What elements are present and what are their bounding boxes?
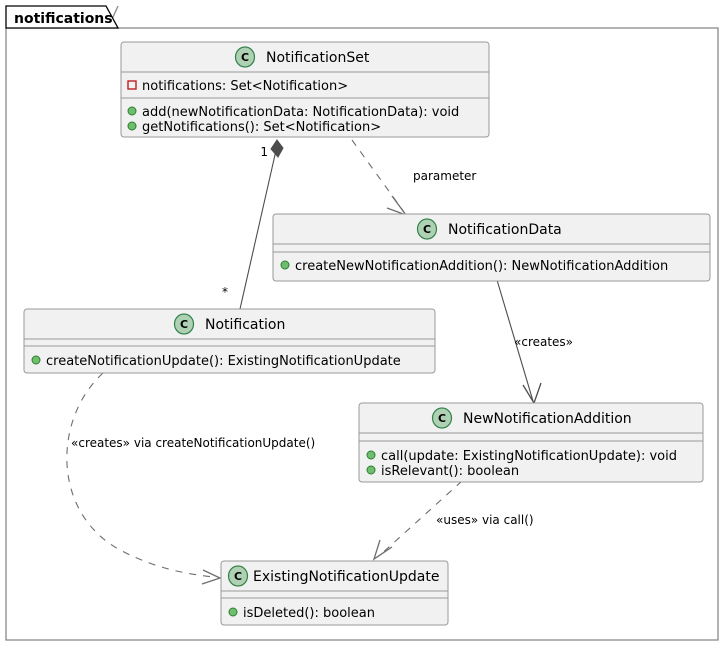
public-method-icon: [228, 607, 238, 617]
class-title: NewNotificationAddition: [463, 411, 632, 427]
class-node-new-notification-addition[interactable]: C NewNotificationAddition call(update: E…: [358, 402, 704, 483]
relation-notification-creates-update: «creates» via createNotificationUpdate(): [66, 372, 315, 585]
dependency-curve: [66, 372, 215, 578]
class-method: add(newNotificationData: NotificationDat…: [142, 105, 459, 120]
class-node-notification-data[interactable]: C NotificationData createNewNotification…: [272, 213, 711, 282]
class-icon: [173, 313, 195, 335]
public-method-icon: [280, 260, 290, 270]
class-method: createNewNotificationAddition(): NewNoti…: [295, 259, 668, 274]
association-line: [496, 279, 534, 402]
dependency-line: [378, 480, 463, 557]
class-method: getNotifications(): Set<Notification>: [142, 120, 381, 135]
public-method-icon: [31, 355, 41, 365]
class-method: isDeleted(): boolean: [243, 606, 375, 621]
class-node-notification-set[interactable]: C NotificationSet notifications: Set<Not…: [120, 41, 490, 138]
class-icon: [416, 218, 438, 240]
class-title: Notification: [205, 317, 285, 333]
class-icon-letter: C: [438, 412, 446, 425]
class-node-existing-notification-update[interactable]: C ExistingNotificationUpdate isDeleted()…: [220, 560, 449, 626]
class-icon-letter: C: [423, 223, 431, 236]
class-node-notification[interactable]: C Notification createNotificationUpdate(…: [23, 308, 436, 374]
class-title: NotificationSet: [266, 50, 370, 66]
class-icon: [234, 46, 256, 68]
relation-addition-uses-update: «uses» via call(): [372, 480, 534, 561]
class-box[interactable]: [120, 41, 490, 138]
arrowhead-open-icon: [522, 382, 542, 405]
arrowhead-open-icon: [201, 569, 222, 585]
relation-set-composes-notification: 1 *: [222, 139, 284, 310]
arrowhead-open-icon: [386, 195, 408, 217]
composition-diamond-icon: [270, 139, 284, 158]
class-icon: [431, 407, 453, 429]
relation-label: parameter: [413, 169, 476, 183]
class-box[interactable]: [220, 560, 449, 626]
package-title: notifications: [14, 11, 113, 27]
class-icon-letter: C: [180, 318, 188, 331]
public-method-icon: [366, 465, 376, 475]
arrowhead-open-icon: [372, 539, 393, 561]
relation-label: «creates» via createNotificationUpdate(): [71, 436, 315, 450]
class-method: createNotificationUpdate(): ExistingNoti…: [46, 354, 401, 369]
class-box[interactable]: [23, 308, 436, 374]
class-icon-letter: C: [234, 570, 242, 583]
class-field: notifications: Set<Notification>: [142, 79, 348, 94]
class-title: NotificationData: [448, 222, 562, 238]
multiplicity-source: 1: [260, 145, 268, 159]
class-method: isRelevant(): boolean: [381, 464, 519, 479]
relation-label: «creates»: [514, 335, 573, 349]
package-notifications: notifications: [5, 5, 719, 641]
class-title: ExistingNotificationUpdate: [253, 569, 439, 585]
public-method-icon: [127, 121, 137, 131]
package-tab: [5, 5, 120, 29]
class-box[interactable]: [272, 213, 711, 282]
multiplicity-target: *: [222, 285, 228, 299]
relation-label: «uses» via call(): [436, 513, 534, 527]
composition-line: [239, 145, 278, 310]
private-field-icon: [127, 80, 137, 90]
public-method-icon: [127, 106, 137, 116]
relation-data-creates-addition: «creates»: [496, 279, 573, 405]
relation-set-uses-notification-data: parameter: [351, 139, 476, 217]
public-method-icon: [366, 450, 376, 460]
class-icon-letter: C: [241, 51, 249, 64]
class-icon: [227, 565, 249, 587]
class-method: call(update: ExistingNotificationUpdate)…: [381, 449, 677, 464]
